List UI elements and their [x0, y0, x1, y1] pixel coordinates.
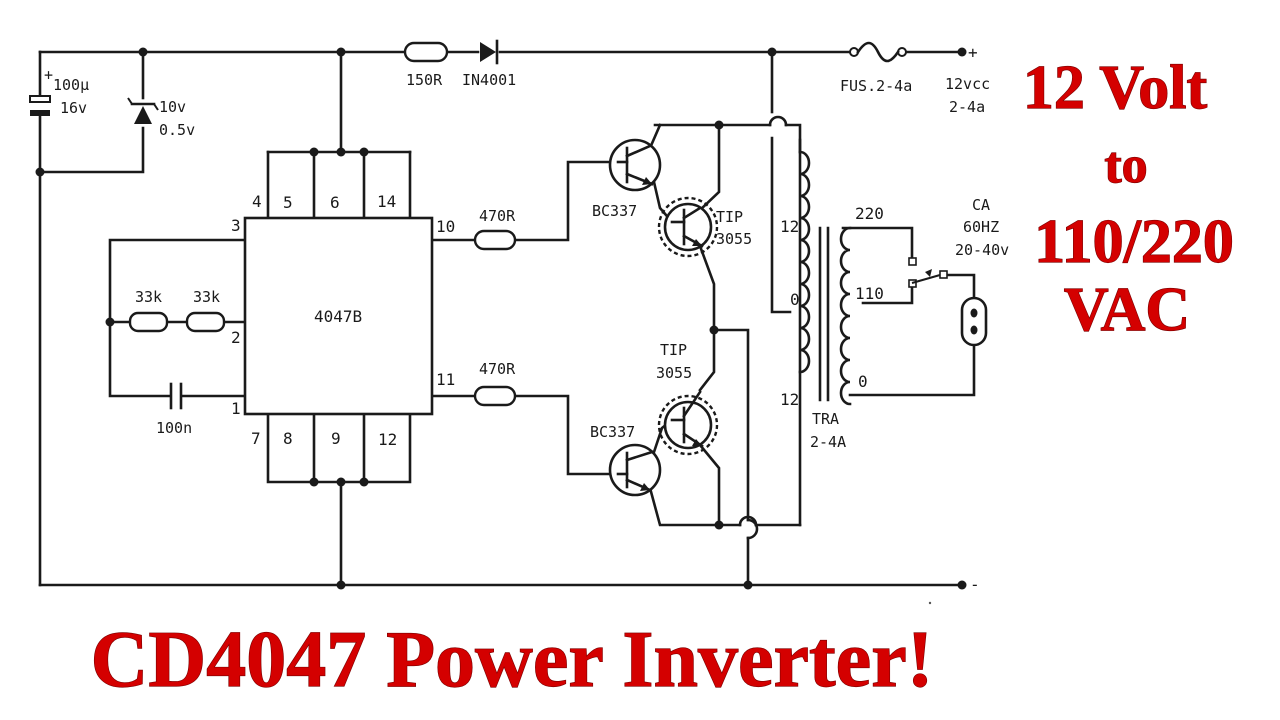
- pin-5-label: 5: [283, 193, 293, 212]
- secondary-220-label: 220: [855, 204, 884, 223]
- pin-12-label: 12: [378, 430, 397, 449]
- speck: [928, 601, 932, 605]
- secondary-110-label: 110: [855, 284, 884, 303]
- fuse-label: FUS.2-4a: [840, 77, 912, 95]
- bc337-bottom-label: BC337: [590, 423, 635, 441]
- pin-14-label: 14: [377, 192, 396, 211]
- ic-name-label: 4047B: [314, 307, 362, 326]
- voltage-selector-switch: [908, 257, 948, 288]
- title-line-1: 12 Volt: [1023, 54, 1208, 122]
- pin-9-label: 9: [331, 429, 341, 448]
- diode-in4001: [480, 39, 499, 65]
- zener-diode: [127, 97, 159, 124]
- tip3055-bottom-label-1: TIP: [660, 341, 687, 359]
- title-line-2: to: [1104, 137, 1147, 194]
- resistor-33k-b-label: 33k: [193, 288, 220, 306]
- resistor-150r-label: 150R: [406, 71, 443, 89]
- resistor-470r-top: [473, 229, 517, 251]
- transformer-rating-label: 2-4A: [810, 433, 846, 451]
- title-block: 12 Volt to 110/220 VAC CD4047 Power Inve…: [90, 53, 1234, 704]
- primary-center-tap-label: 0: [790, 290, 800, 309]
- zener-value-label: 10v: [159, 98, 186, 116]
- output-ca-label: CA: [972, 196, 990, 214]
- tip3055-bottom-label-2: 3055: [656, 364, 692, 382]
- resistor-470r-top-label: 470R: [479, 207, 516, 225]
- primary-top-tap-label: 12: [780, 217, 799, 236]
- pin-8-label: 8: [283, 429, 293, 448]
- resistor-33k-a-label: 33k: [135, 288, 162, 306]
- pin-6-label: 6: [330, 193, 340, 212]
- title-line-3: 110/220: [1034, 208, 1234, 276]
- component-labels: + 100µ 16v 10v 0.5v 150R IN4001 FUS.2-4a…: [44, 43, 1009, 594]
- minus-terminal-label: -: [970, 575, 980, 594]
- timing-capacitor-100n: [169, 382, 183, 410]
- pin-11-label: 11: [436, 370, 455, 389]
- resistor-470r-bottom-label: 470R: [479, 360, 516, 378]
- transistor-bc337-top: [608, 138, 662, 192]
- bottom-title: CD4047 Power Inverter!: [91, 616, 934, 704]
- resistor-470r-bottom: [473, 385, 517, 407]
- pin-3-label: 3: [231, 216, 241, 235]
- capacitor-100n-label: 100n: [156, 419, 192, 437]
- output-frequency-label: 60HZ: [963, 218, 999, 236]
- supply-voltage-label: 12vcc: [945, 75, 990, 93]
- diode-label: IN4001: [462, 71, 516, 89]
- transformer-tra: [798, 138, 852, 406]
- timing-resistor-33k-b: [185, 311, 226, 333]
- transistor-tip3055-bottom: [657, 390, 719, 456]
- supply-current-label: 2-4a: [949, 98, 985, 116]
- electrolytic-capacitor: [29, 95, 51, 116]
- title-line-4: VAC: [1064, 276, 1190, 344]
- junction-dots: [35, 47, 967, 590]
- primary-bottom-tap-label: 12: [780, 390, 799, 409]
- bc337-top-label: BC337: [592, 202, 637, 220]
- ic-4047b: [243, 216, 434, 416]
- resistor-150r: [403, 41, 449, 63]
- ac-outlet: [960, 296, 988, 347]
- pin-2-label: 2: [231, 328, 241, 347]
- pin-7-label: 7: [251, 429, 261, 448]
- zener-power-label: 0.5v: [159, 121, 195, 139]
- transistor-bc337-bottom: [608, 443, 662, 497]
- tip3055-top-label-1: TIP: [716, 208, 743, 226]
- timing-resistor-33k-a: [128, 311, 169, 333]
- transistor-tip3055-top: [657, 196, 719, 258]
- tip3055-top-label-2: 3055: [716, 230, 752, 248]
- cap1-value-label: 100µ: [53, 76, 89, 94]
- secondary-0-label: 0: [858, 372, 868, 391]
- fuse: [849, 41, 907, 63]
- pin-1-label: 1: [231, 399, 241, 418]
- wire-crossover-hops: [738, 115, 788, 540]
- transformer-name-label: TRA: [812, 410, 839, 428]
- output-load-label: 20-40v: [955, 241, 1009, 259]
- cap1-plus-label: +: [44, 66, 53, 84]
- cap1-voltage-label: 16v: [60, 99, 87, 117]
- pin-4-label: 4: [252, 192, 262, 211]
- plus-terminal-label: +: [968, 43, 978, 62]
- pin-10-label: 10: [436, 217, 455, 236]
